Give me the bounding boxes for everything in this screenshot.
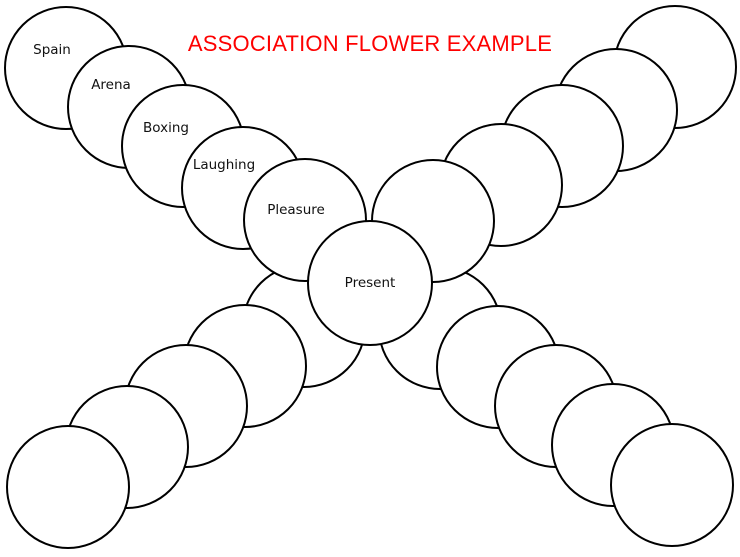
circle-present — [307, 220, 433, 346]
circle-label-boxing: Boxing — [143, 120, 189, 136]
diagram-title: ASSOCIATION FLOWER EXAMPLE — [187, 31, 553, 56]
circle-label-pleasure: Pleasure — [267, 202, 325, 218]
circle-label-spain: Spain — [33, 42, 71, 58]
circle-label-arena: Arena — [91, 77, 131, 93]
circle-label-laughing: Laughing — [192, 157, 256, 173]
circle-label-present: Present — [344, 275, 396, 291]
circle-br-5 — [610, 423, 734, 547]
circle-bl-5 — [6, 425, 130, 549]
